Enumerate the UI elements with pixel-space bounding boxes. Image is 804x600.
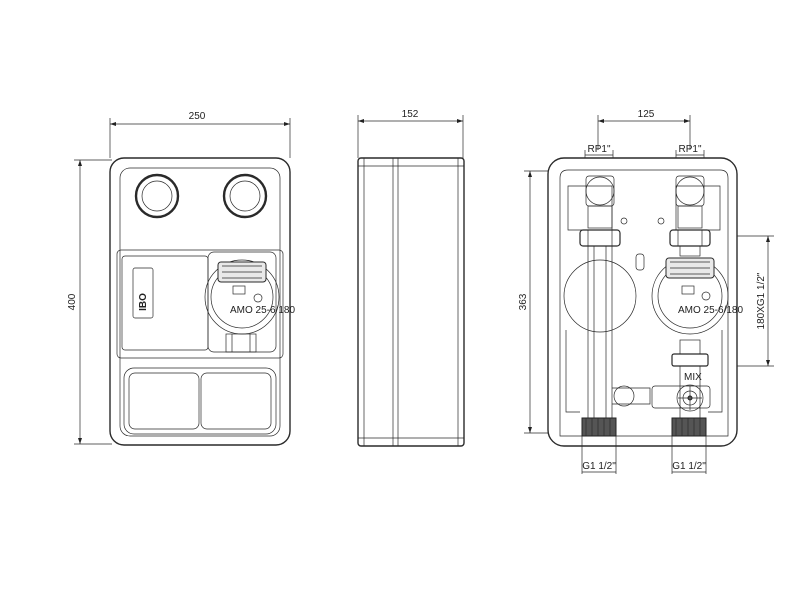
back-pump: AMO 25-6/180 [651, 257, 743, 335]
front-upper-openings [134, 173, 268, 219]
front-logo-text: IBO [138, 293, 149, 311]
side-housing [357, 157, 465, 447]
front-height-label: 400 [67, 293, 78, 310]
front-height-dimension: 400 [67, 159, 112, 445]
top-right-connection-label: RP1" [678, 144, 701, 155]
front-width-label: 250 [189, 111, 206, 122]
back-view: 125 RP1" RP1" 363 [518, 109, 774, 474]
side-view: 152 [357, 109, 465, 447]
back-spacing-label: 125 [638, 109, 655, 120]
front-pump: AMO 25-6/180 [204, 251, 295, 353]
top-left-connection-label: RP1" [587, 144, 610, 155]
front-width-dimension: 250 [109, 111, 291, 158]
bottom-right-connection-label: G1 1/2" [672, 461, 706, 472]
side-depth-label: 152 [402, 109, 419, 120]
back-spacing-dimension: 125 [597, 109, 691, 150]
left-pump-outline [563, 259, 637, 333]
logo-mark: IBO [138, 293, 149, 311]
back-housing [547, 157, 738, 447]
right-supply-pipe [669, 175, 711, 437]
mixing-valve-label: MIX [684, 372, 702, 383]
side-depth-dimension: 152 [357, 109, 464, 158]
front-view: 250 400 IBO [67, 111, 295, 446]
bottom-right-connection: G1 1/2" [671, 436, 707, 474]
left-return-pipe [579, 175, 651, 437]
bottom-left-connection-label: G1 1/2" [582, 461, 616, 472]
front-pump-label: AMO 25-6/180 [230, 305, 295, 316]
back-height-label: 363 [518, 293, 529, 310]
bottom-left-connection: G1 1/2" [581, 436, 617, 474]
back-pump-label: AMO 25-6/180 [678, 305, 743, 316]
back-offset-label: 180XG1 1/2" [756, 272, 767, 329]
mixing-valve: MIX [651, 372, 711, 412]
front-lower-compartments [123, 367, 277, 435]
